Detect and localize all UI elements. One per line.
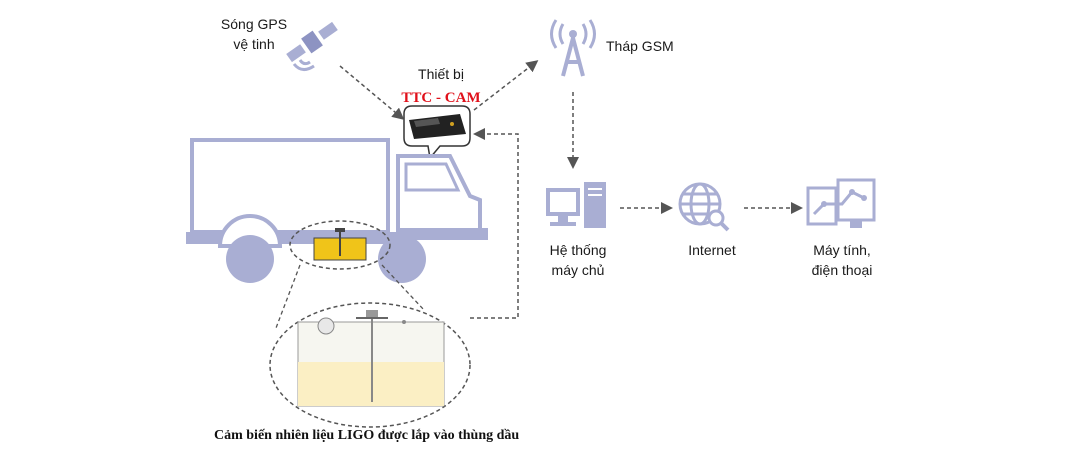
gsm-tower-icon [550,19,596,77]
server-label-line1: Hệ thống [549,242,607,258]
satellite-icon [286,21,338,71]
gps-label: Sóng GPS vệ tinh [218,14,290,54]
arrow-gps-to-device [339,65,405,120]
connection-arrows [339,60,803,319]
client-label: Máy tính, điện thoại [800,240,884,280]
device-label-line1: Thiết bị [418,66,464,82]
gps-label-line1: Sóng GPS [220,16,288,32]
device-label-line2: TTC - CAM [401,90,481,106]
client-label-line1: Máy tính, [813,242,871,258]
truck-fuel-tank [289,220,391,270]
globe-icon [678,182,730,232]
server-icon [546,182,606,228]
device-icon [403,105,471,160]
monitor-chart-icon [806,178,876,228]
gps-label-line2: vệ tinh [233,36,275,52]
diagram-caption: Cảm biến nhiên liệu LIGO được lắp vào th… [214,428,520,443]
server-label-line2: máy chủ [551,262,605,278]
arrow-device-to-gsm [473,60,539,111]
truck-icon [186,138,488,283]
server-label: Hệ thống máy chủ [538,240,618,280]
arrow-sensor-to-device [470,128,519,319]
fuel-tank-icon [269,302,471,428]
client-label-line2: điện thoại [811,262,873,278]
gsm-label: Tháp GSM [606,38,674,54]
device-label: Thiết bị TTC - CAM [396,64,486,108]
internet-label: Internet [688,242,736,258]
